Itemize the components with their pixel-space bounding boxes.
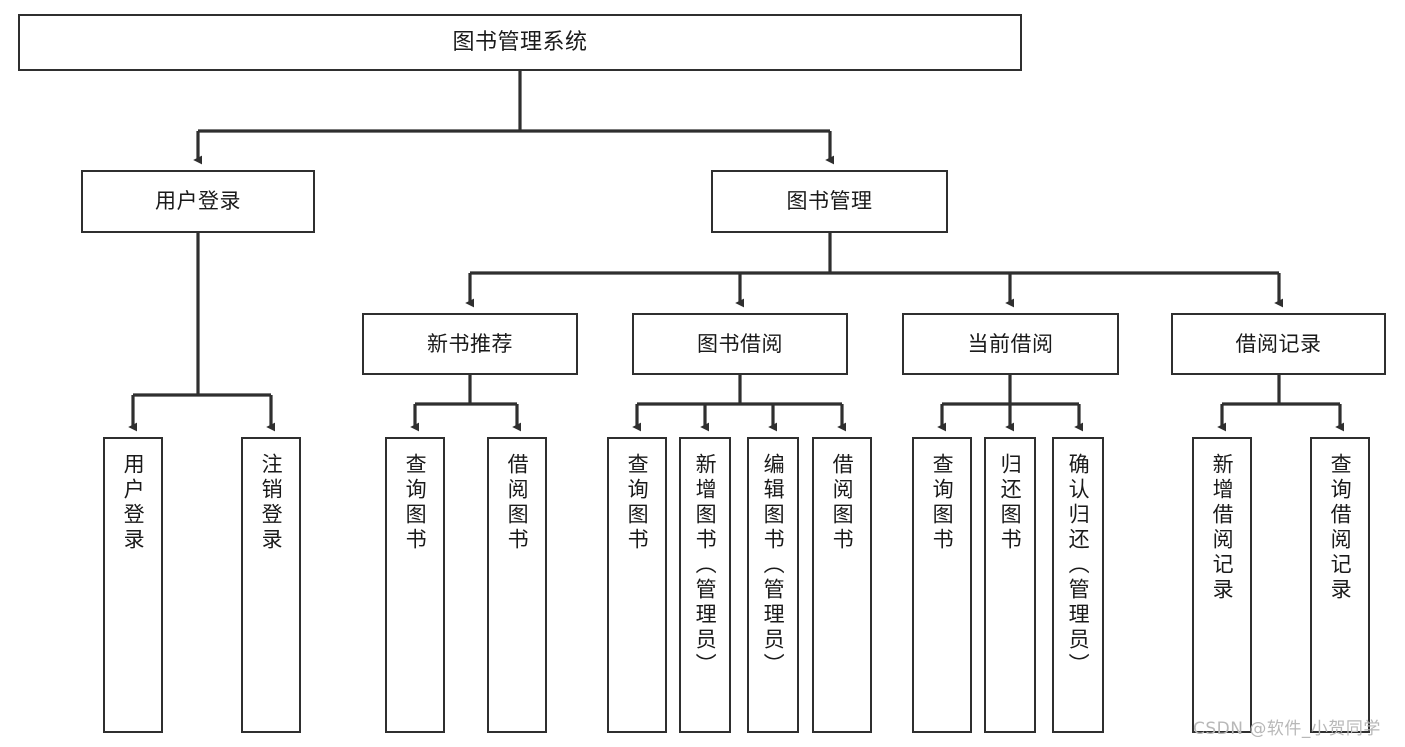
node-book-borrow[interactable]: 图书借阅	[632, 313, 848, 375]
leaf-query-book-borrow[interactable]: 查询图书	[607, 437, 667, 733]
leaf-edit-book-admin[interactable]: 编辑图书（管理员）	[747, 437, 799, 733]
leaf-borrow-book-recommend-label: 借阅图书	[505, 453, 530, 553]
node-new-book-recommend-label: 新书推荐	[427, 331, 513, 356]
node-book-borrow-label: 图书借阅	[697, 331, 783, 356]
leaf-add-book-admin-label: 新增图书（管理员）	[693, 453, 718, 678]
leaf-query-book-recommend[interactable]: 查询图书	[385, 437, 445, 733]
leaf-add-borrow-record[interactable]: 新增借阅记录	[1192, 437, 1252, 733]
leaf-add-book-admin[interactable]: 新增图书（管理员）	[679, 437, 731, 733]
leaf-add-borrow-record-label: 新增借阅记录	[1210, 453, 1235, 603]
leaf-query-borrow-record-label: 查询借阅记录	[1328, 453, 1353, 603]
leaf-edit-book-admin-label: 编辑图书（管理员）	[761, 453, 786, 678]
leaf-query-book-current-label: 查询图书	[930, 453, 955, 553]
node-book-management[interactable]: 图书管理	[711, 170, 948, 233]
node-root-system[interactable]: 图书管理系统	[18, 14, 1022, 71]
node-current-borrow-label: 当前借阅	[967, 331, 1054, 356]
leaf-user-login-label: 用户登录	[121, 453, 146, 553]
leaf-logout-label: 注销登录	[259, 453, 284, 553]
node-book-management-label: 图书管理	[786, 189, 873, 214]
leaf-borrow-book[interactable]: 借阅图书	[812, 437, 872, 733]
leaf-user-login[interactable]: 用户登录	[103, 437, 163, 733]
node-borrow-record[interactable]: 借阅记录	[1171, 313, 1386, 375]
node-current-borrow[interactable]: 当前借阅	[902, 313, 1119, 375]
leaf-return-book[interactable]: 归还图书	[984, 437, 1036, 733]
node-user-login-label: 用户登录	[155, 189, 241, 214]
leaf-return-book-label: 归还图书	[998, 453, 1023, 553]
leaf-query-book-current[interactable]: 查询图书	[912, 437, 972, 733]
leaf-borrow-book-recommend[interactable]: 借阅图书	[487, 437, 547, 733]
watermark-text: CSDN @软件_小贺同学	[1193, 719, 1381, 739]
leaf-borrow-book-label: 借阅图书	[830, 453, 855, 553]
node-borrow-record-label: 借阅记录	[1235, 331, 1322, 356]
node-root-system-label: 图书管理系统	[452, 29, 588, 55]
leaf-query-book-borrow-label: 查询图书	[625, 453, 650, 553]
leaf-logout[interactable]: 注销登录	[241, 437, 301, 733]
leaf-confirm-return-admin-label: 确认归还（管理员）	[1066, 453, 1091, 678]
node-new-book-recommend[interactable]: 新书推荐	[362, 313, 578, 375]
leaf-query-borrow-record[interactable]: 查询借阅记录	[1310, 437, 1370, 733]
node-user-login[interactable]: 用户登录	[81, 170, 315, 233]
leaf-query-book-recommend-label: 查询图书	[403, 453, 428, 553]
leaf-confirm-return-admin[interactable]: 确认归还（管理员）	[1052, 437, 1104, 733]
